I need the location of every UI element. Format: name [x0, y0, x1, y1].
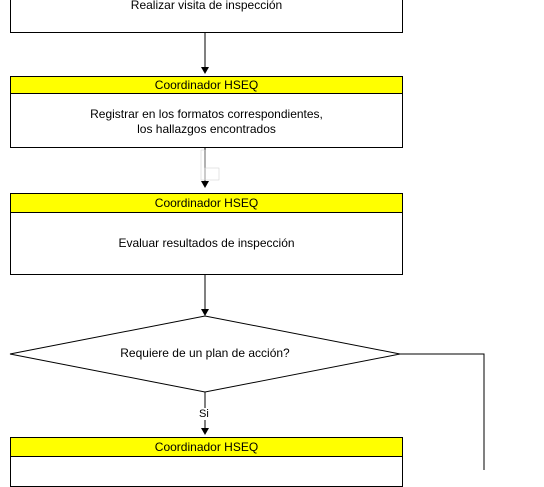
decision-label: Requiere de un plan de acción? [120, 346, 290, 360]
process-box-registrar: Coordinador HSEQ Registrar en los format… [10, 76, 403, 148]
connector-decision-no-branch [400, 353, 485, 470]
process-box-visita-label: Realizar visita de inspección [130, 0, 283, 12]
arrowhead-box2 [201, 181, 209, 188]
arrowhead-box3 [201, 428, 209, 435]
arrowhead-decision [201, 309, 209, 316]
flowchart-canvas: Realizar visita de inspección Coordinado… [9, 0, 485, 487]
process-box-coordinador: Coordinador HSEQ [10, 437, 403, 487]
connectors-layer [9, 33, 485, 470]
arrowhead-box1 [201, 67, 209, 74]
process-box-evaluar-role: Coordinador HSEQ [11, 194, 402, 213]
process-box-registrar-role: Coordinador HSEQ [11, 77, 402, 94]
edge-label-si: Si [199, 408, 209, 420]
process-box-registrar-line1: Registrar en los formatos correspondient… [90, 107, 323, 121]
process-box-evaluar-label: Evaluar resultados de inspección [118, 236, 295, 250]
process-box-visita: Realizar visita de inspección [10, 0, 403, 33]
process-box-coordinador-role: Coordinador HSEQ [11, 438, 402, 457]
process-box-evaluar: Coordinador HSEQ Evaluar resultados de i… [10, 193, 403, 275]
process-box-registrar-line2: los hallazgos encontrados [137, 122, 276, 136]
